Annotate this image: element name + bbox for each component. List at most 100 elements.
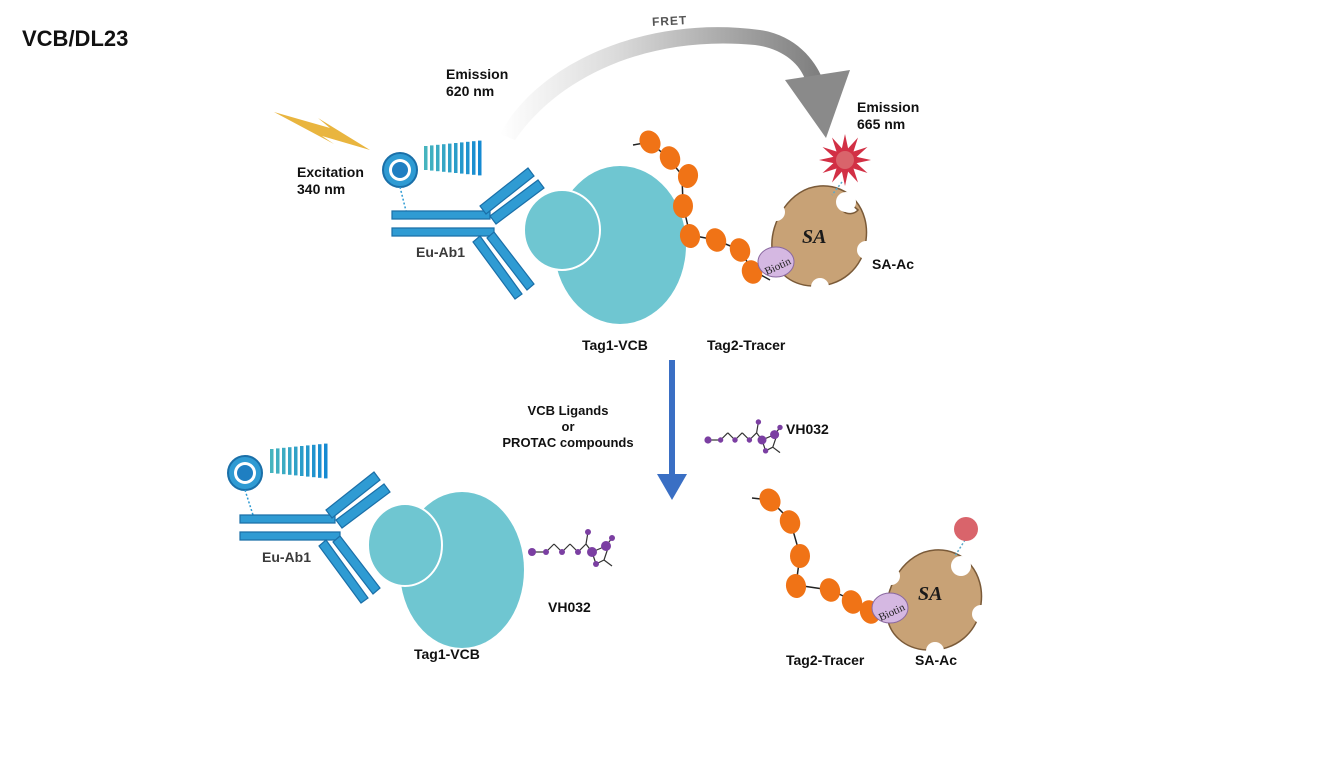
- excitation-line1: Excitation: [297, 164, 364, 180]
- compounds-label: VCB Ligands or PROTAC compounds: [495, 403, 641, 451]
- emission-bar: [312, 444, 316, 478]
- molecule-atom: [770, 430, 780, 440]
- emission-665-line1: Emission: [857, 99, 920, 115]
- tracer-bead: [659, 146, 681, 170]
- tag1-vcb-protein-bottom: [367, 492, 524, 648]
- emission-bar: [442, 144, 446, 172]
- tracer-bead: [759, 488, 781, 512]
- eu-donor-top: [382, 140, 482, 212]
- emission-bar: [436, 144, 440, 172]
- emission-bar: [478, 140, 482, 176]
- displacement-arrow: [657, 360, 687, 500]
- emission-bar: [448, 143, 452, 173]
- molecule-atom: [777, 424, 783, 431]
- sa-complex-top: SA Biotin: [757, 181, 875, 296]
- emission-bar: [324, 443, 328, 479]
- emission-bar: [300, 446, 304, 476]
- emission-bar: [466, 141, 470, 175]
- tracer-bead: [679, 224, 701, 248]
- sa-label-top: SA: [802, 226, 826, 248]
- tracer-bead: [639, 130, 661, 154]
- molecule-atom: [575, 549, 581, 555]
- emission-bar: [276, 448, 280, 474]
- molecule-atom: [609, 535, 615, 541]
- fret-arrow: [500, 27, 850, 140]
- compounds-line3: PROTAC compounds: [502, 435, 634, 450]
- excitation-label: Excitation 340 nm: [297, 164, 364, 198]
- emission-665-label: Emission 665 nm: [857, 99, 919, 133]
- tag2-tracer-label-top: Tag2-Tracer: [707, 337, 786, 353]
- vh032-molecule-bound: [528, 529, 615, 567]
- emission-bar: [430, 145, 434, 171]
- vh032-label-free: VH032: [786, 421, 829, 437]
- sa-label-bottom: SA: [918, 583, 942, 605]
- tag1-vcb-label-top: Tag1-VCB: [582, 337, 648, 353]
- molecule-atom: [704, 436, 712, 444]
- tracer-bead: [819, 578, 841, 602]
- tag2-tracer-label-bottom: Tag2-Tracer: [786, 652, 865, 668]
- molecule-atom: [746, 437, 753, 443]
- emission-bar: [424, 146, 428, 170]
- acceptor-dot: [954, 517, 978, 541]
- tracer-bead: [779, 510, 801, 534]
- molecule-atom: [755, 419, 762, 425]
- vh032-label-bound: VH032: [548, 599, 591, 615]
- emission-620-label: Emission 620 nm: [446, 66, 508, 100]
- molecule-bond: [772, 446, 781, 454]
- emission-bar: [294, 446, 298, 476]
- emission-bar: [460, 142, 464, 174]
- molecule-atom: [732, 437, 738, 443]
- molecule-atom: [757, 435, 767, 445]
- emission-bar: [288, 447, 292, 475]
- tracer-bead: [785, 574, 807, 598]
- lightning-icon: [274, 112, 370, 150]
- tag1-vcb-label-bottom: Tag1-VCB: [414, 646, 480, 662]
- molecule-atom: [587, 547, 597, 557]
- tracer-bead: [673, 194, 693, 218]
- sa-complex-bottom: SA Biotin: [871, 517, 990, 660]
- emission-bar: [306, 445, 310, 477]
- biotin-bottom: [871, 592, 909, 624]
- emission-bar: [282, 447, 286, 475]
- tracer-bead: [705, 228, 727, 252]
- eu-ab1-antibody-bottom: [239, 471, 391, 604]
- molecule-bond: [603, 559, 613, 567]
- tag2-tracer-chain-bottom: [751, 488, 891, 624]
- page-title: VCB/DL23: [22, 26, 129, 51]
- molecule-atom: [717, 437, 724, 443]
- emission-bar: [454, 143, 458, 173]
- compounds-line1: VCB Ligands: [527, 403, 609, 418]
- tracer-bead: [790, 544, 810, 568]
- tracer-bead: [841, 590, 863, 614]
- eu-ab1-label-top: Eu-Ab1: [416, 244, 465, 260]
- emission-620-line1: Emission: [446, 66, 509, 82]
- biotin-top: [757, 246, 795, 278]
- tag1-vcb-protein-top: [523, 166, 686, 324]
- tag2-tracer-chain-top: [632, 130, 771, 284]
- molecule-atom: [601, 541, 611, 551]
- eu-ab1-label-bottom: Eu-Ab1: [262, 549, 311, 565]
- emission-bar: [472, 141, 476, 175]
- sa-ac-label-top: SA-Ac: [872, 256, 915, 272]
- emission-bars-bottom: [270, 443, 328, 479]
- molecule-atom: [559, 549, 565, 555]
- tracer-bead: [729, 238, 751, 262]
- molecule-atom: [543, 549, 549, 555]
- tracer-bead: [741, 260, 763, 284]
- vh032-molecule-free: [704, 419, 783, 454]
- compounds-line2: or: [561, 419, 575, 434]
- emission-bar: [270, 449, 274, 473]
- excitation-line2: 340 nm: [297, 181, 346, 197]
- molecule-atom: [762, 448, 769, 454]
- emission-bars-top: [424, 140, 482, 176]
- emission-620-line2: 620 nm: [446, 83, 495, 99]
- tracer-bead: [677, 164, 699, 188]
- eu-donor-bottom: [227, 443, 328, 516]
- tracer-beads-bottom: [759, 488, 881, 624]
- sa-ac-label-bottom: SA-Ac: [915, 652, 958, 668]
- eu-ab1-antibody-top: [391, 167, 545, 300]
- tracer-beads-top: [639, 130, 763, 284]
- molecule-atom: [585, 529, 591, 535]
